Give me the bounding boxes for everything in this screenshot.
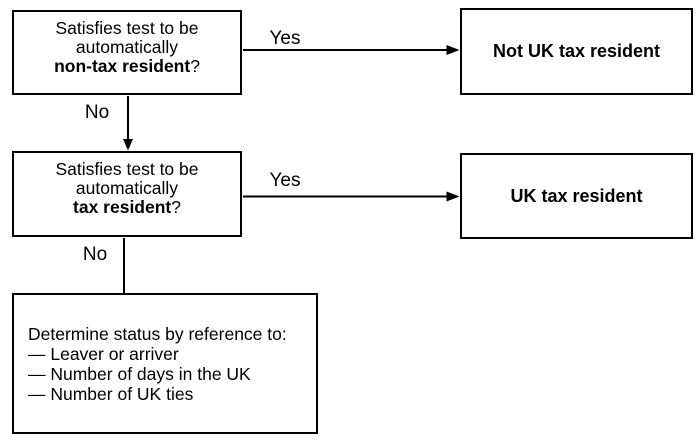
node-text-line: Satisfies test to be: [55, 18, 199, 38]
node-uk-tax-resident: UK tax resident: [460, 153, 693, 239]
node-determine-status: Determine status by reference to: — Leav…: [12, 293, 318, 434]
q1-yes-arrowhead-icon: [446, 45, 460, 55]
node-text-line: automatically: [75, 178, 179, 198]
node-text-line: automatically: [75, 37, 179, 57]
determine-item: — Number of days in the UK: [28, 364, 251, 384]
node-text-suffix: ?: [190, 56, 200, 76]
q1-no-arrowhead-icon: [123, 139, 133, 151]
node-text-bold: non-tax resident: [54, 56, 191, 76]
node-text-suffix: ?: [171, 197, 181, 217]
determine-item: — Number of UK ties: [28, 384, 194, 404]
edge-label-q2-no: No: [82, 244, 108, 265]
node-text-bold: tax resident: [73, 197, 172, 217]
determine-item: — Leaver or arriver: [28, 344, 179, 364]
edge-label-q2-yes: Yes: [269, 170, 301, 191]
determine-title: Determine status by reference to:: [28, 324, 287, 344]
q2-yes-arrowhead-icon: [446, 191, 460, 202]
node-text-line: Satisfies test to be: [55, 159, 199, 179]
edge-label-q1-yes: Yes: [269, 28, 301, 49]
node-label: UK tax resident: [510, 185, 643, 206]
node-not-uk-tax-resident: Not UK tax resident: [460, 8, 693, 95]
edge-label-q1-no: No: [84, 102, 110, 123]
node-label: Not UK tax resident: [492, 41, 661, 61]
